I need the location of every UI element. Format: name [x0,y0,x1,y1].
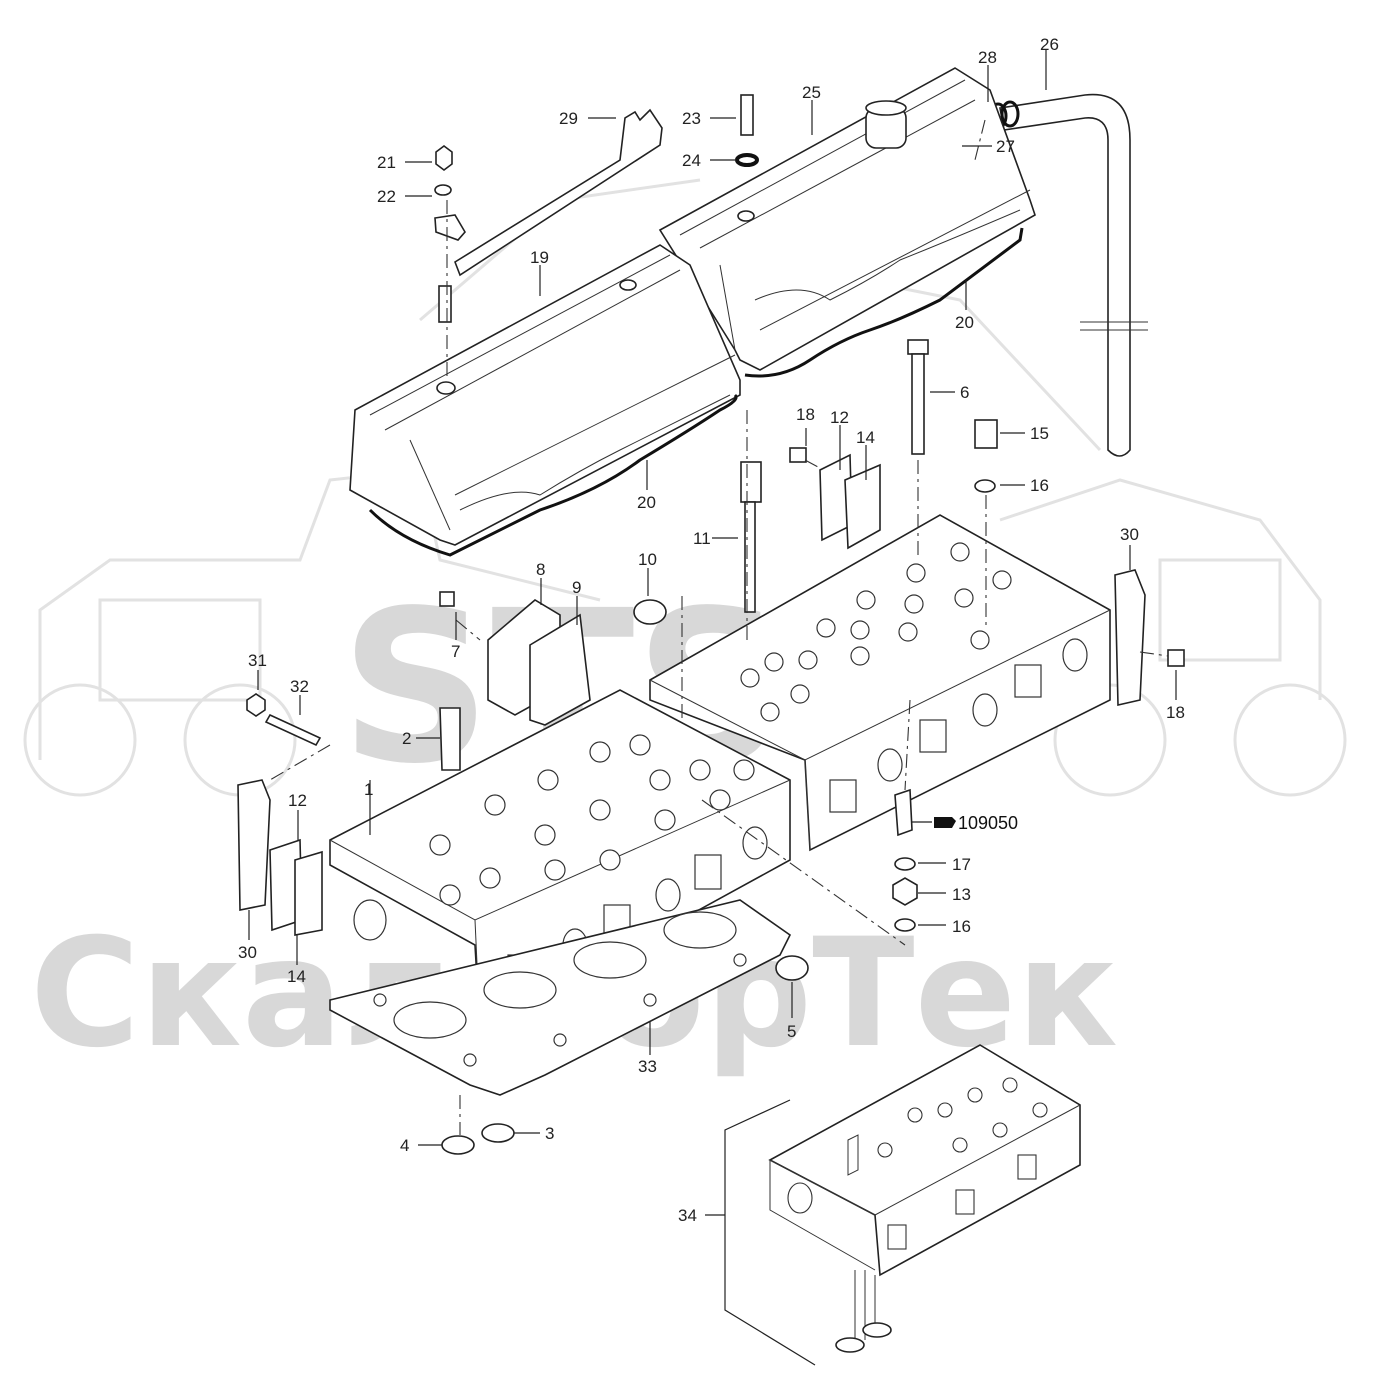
bolt-6-shank [911,353,925,455]
callout-18-top: 18 [796,405,815,424]
cylinder-head-rear [649,514,1111,852]
cylinder-head-front [329,689,791,1032]
callout-10: 10 [638,550,657,569]
flanges-and-plates [237,453,1146,936]
bracket-30-right [1114,569,1146,706]
washer-17 [894,857,916,871]
callout-14-left: 14 [287,967,306,986]
callout-6: 6 [960,383,969,402]
callout-34: 34 [678,1206,697,1225]
rocker-cover-front [349,244,741,557]
callout-23: 23 [682,109,701,128]
bolt-18-right [1167,649,1185,667]
cylinder-head-assembly [705,1044,1081,1366]
callout-30-left: 30 [238,943,257,962]
pointing-hand-icon [934,817,956,828]
callout-26: 26 [1040,35,1059,54]
callout-18-right: 18 [1166,703,1185,722]
callout-5: 5 [787,1022,796,1041]
bolt-6-head [907,339,929,355]
callout-12-left: 12 [288,791,307,810]
callout-28: 28 [978,48,997,67]
callout-leaders [248,50,1177,1146]
stud-23 [740,94,754,136]
callout-3: 3 [545,1124,554,1143]
bracket-30-left [237,779,271,911]
ring-5 [775,955,809,981]
head-gasket [329,899,792,1096]
callout-14-top: 14 [856,428,875,447]
callout-7: 7 [451,642,460,661]
dowel-2 [439,707,461,771]
callout-31: 31 [248,651,267,670]
bolts-and-studs [246,339,1185,932]
stud-11 [744,501,756,613]
nut-31 [246,693,266,717]
callout-27: 27 [996,137,1015,156]
ring-3 [481,1123,515,1143]
rocker-cover-rear [658,67,1036,378]
callout-16-top: 16 [1030,476,1049,495]
callout-13: 13 [952,885,971,904]
fasteners-top [434,94,759,323]
callout-9: 9 [572,578,581,597]
callout-29: 29 [559,109,578,128]
nut-21 [435,145,453,171]
fitting-15 [974,419,998,449]
stud-left [438,285,452,323]
callout-17: 17 [952,855,971,874]
callout-20-front: 20 [637,493,656,512]
gasket-9 [529,613,591,726]
bolt-18-top [789,447,807,463]
callout-30-right: 30 [1120,525,1139,544]
washer-16-bottom [894,918,916,932]
callout-16-bottom: 16 [952,917,971,936]
callout-2: 2 [402,729,411,748]
lift-bracket [434,214,466,241]
callout-20-rear: 20 [955,313,974,332]
reference-number: 109050 [958,813,1018,833]
callout-12-top: 12 [830,408,849,427]
assembly-center-lines [269,119,1169,1135]
callout-4: 4 [400,1136,409,1155]
ring-10 [633,599,667,625]
callout-19: 19 [530,248,549,267]
plate-14-left [294,850,323,936]
nut-11 [740,461,762,503]
callout-8: 8 [536,560,545,579]
callout-21: 21 [377,153,396,172]
seal-ring-24 [735,153,759,167]
callout-labels: 26 28 25 27 29 23 24 21 22 19 20 20 6 18… [238,35,1185,1225]
adapter-13 [892,877,918,906]
callout-32: 32 [290,677,309,696]
plate-14-top [844,463,881,550]
ring-4 [441,1135,475,1155]
reference-pointer: 109050 [912,813,1018,833]
callout-24: 24 [682,151,701,170]
bolt-7 [439,591,455,607]
cover-bracket [454,108,663,277]
callout-33: 33 [638,1057,657,1076]
stud-32 [264,713,322,747]
washer-16-top [974,479,996,493]
callout-11: 11 [693,529,711,548]
washer-22 [434,184,452,196]
callout-25: 25 [802,83,821,102]
callout-1: 1 [364,780,373,799]
temp-sensor [894,788,913,837]
callout-15: 15 [1030,424,1049,443]
callout-22: 22 [377,187,396,206]
